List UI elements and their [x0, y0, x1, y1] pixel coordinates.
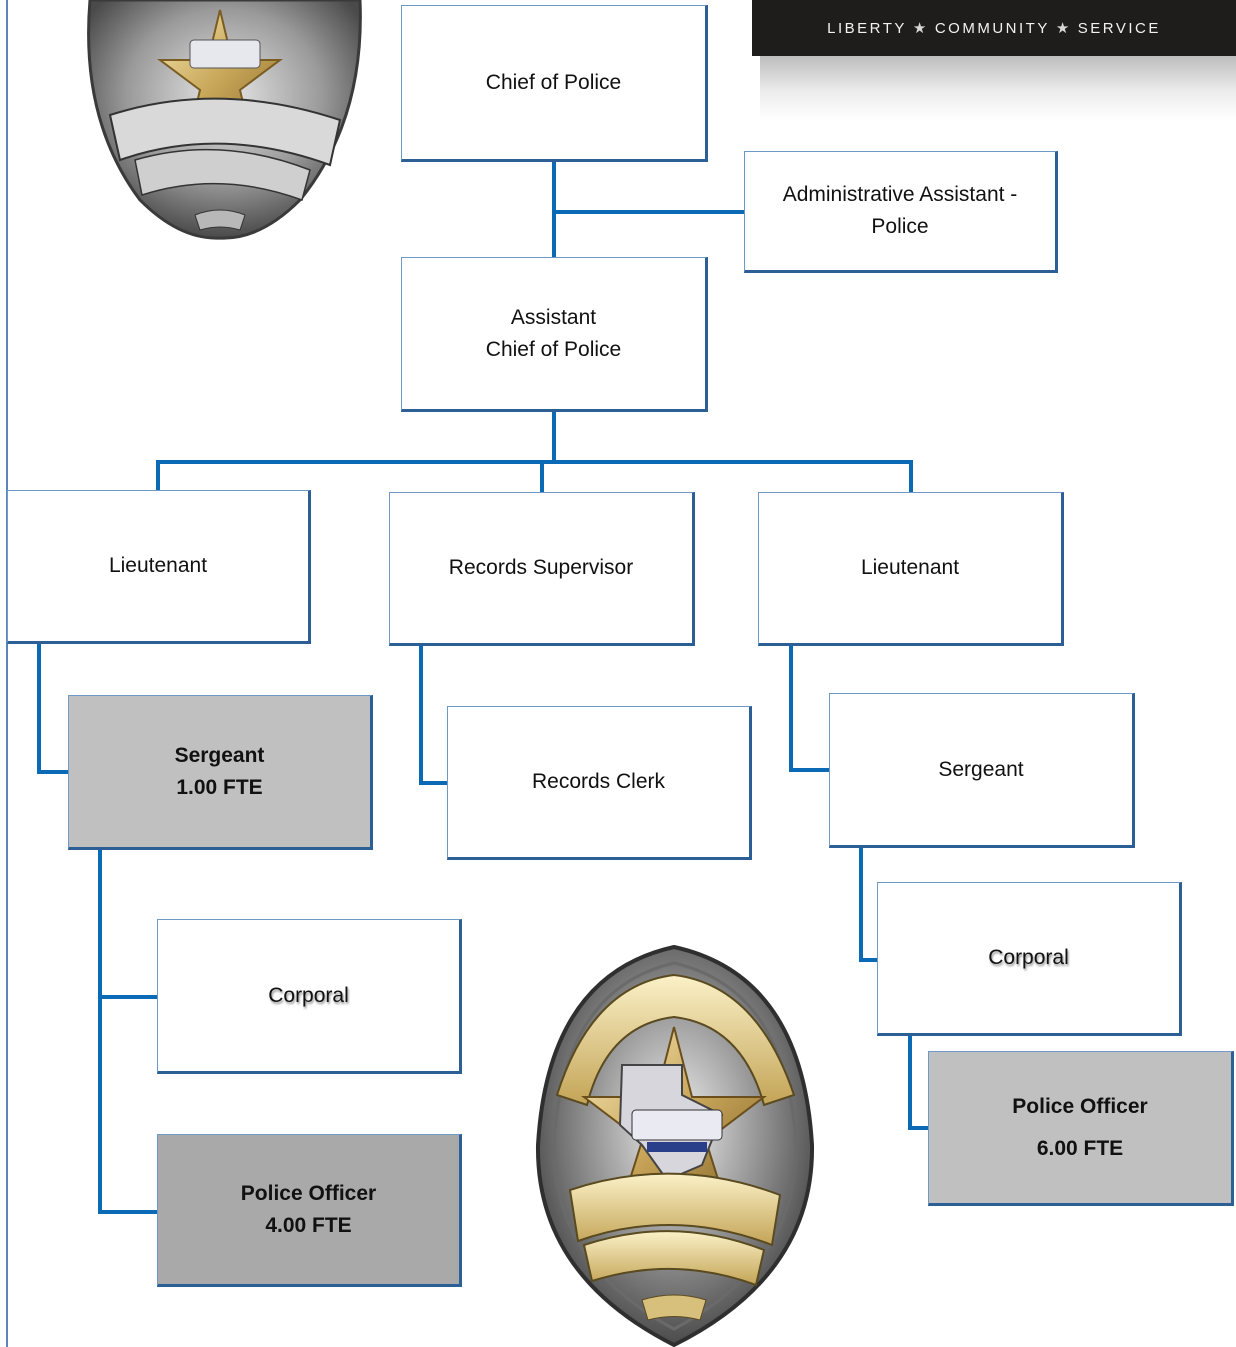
box-title: Police Officer	[1012, 1094, 1148, 1118]
records-clerk-box[interactable]: Records Clerk	[447, 706, 752, 860]
star-icon: ★	[912, 20, 929, 37]
corporal-right-box[interactable]: Corporal	[877, 882, 1182, 1036]
box-title: Chief of Police	[485, 70, 622, 94]
box-title: Lieutenant	[860, 556, 960, 579]
sergeant-right-box[interactable]: Sergeant	[829, 693, 1135, 848]
administrative-assistant-box[interactable]: Administrative Assistant - Police	[744, 151, 1058, 273]
motto-word-2: COMMUNITY	[934, 19, 1050, 37]
motto-word-3: SERVICE	[1077, 19, 1161, 37]
motto-banner: LIBERTY ★ COMMUNITY ★ SERVICE	[752, 0, 1236, 56]
box-title: Police Officer	[240, 1181, 377, 1205]
records-supervisor-box[interactable]: Records Supervisor	[389, 492, 695, 646]
lieutenant-right-box[interactable]: Lieutenant	[758, 492, 1064, 646]
assistant-chief-box[interactable]: Assistant Chief of Police	[401, 257, 708, 412]
fte-count: 6.00 FTE	[1036, 1136, 1124, 1160]
box-title: Administrative Assistant -	[782, 183, 1018, 206]
sergeant-left-box[interactable]: Sergeant 1.00 FTE	[68, 695, 373, 850]
box-subtitle: Chief of Police	[485, 337, 622, 361]
officer-badge-icon	[535, 945, 815, 1347]
box-title: Lieutenant	[108, 554, 208, 577]
box-title: Corporal	[988, 946, 1069, 969]
corporal-left-box[interactable]: Corporal	[157, 919, 462, 1074]
page-left-border	[6, 0, 8, 1347]
banner-shadow	[760, 56, 1236, 120]
box-title: Records Supervisor	[448, 556, 634, 579]
lieutenant-left-box[interactable]: Lieutenant	[7, 490, 311, 644]
box-title: Sergeant	[174, 743, 265, 767]
box-title: Corporal	[268, 983, 349, 1007]
police-badge-icon	[87, 0, 362, 240]
chief-of-police-box[interactable]: Chief of Police	[401, 5, 708, 162]
box-title: Assistant	[510, 305, 597, 329]
box-title: Sergeant	[938, 757, 1024, 781]
star-icon: ★	[1055, 20, 1072, 37]
fte-count: 4.00 FTE	[265, 1213, 352, 1237]
box-subtitle: Police	[871, 215, 929, 238]
police-officer-right-box[interactable]: Police Officer 6.00 FTE	[928, 1051, 1234, 1206]
fte-count: 1.00 FTE	[176, 775, 263, 799]
motto-word-1: LIBERTY	[827, 19, 907, 37]
box-title: Records Clerk	[531, 770, 666, 793]
police-officer-left-box[interactable]: Police Officer 4.00 FTE	[157, 1134, 462, 1287]
